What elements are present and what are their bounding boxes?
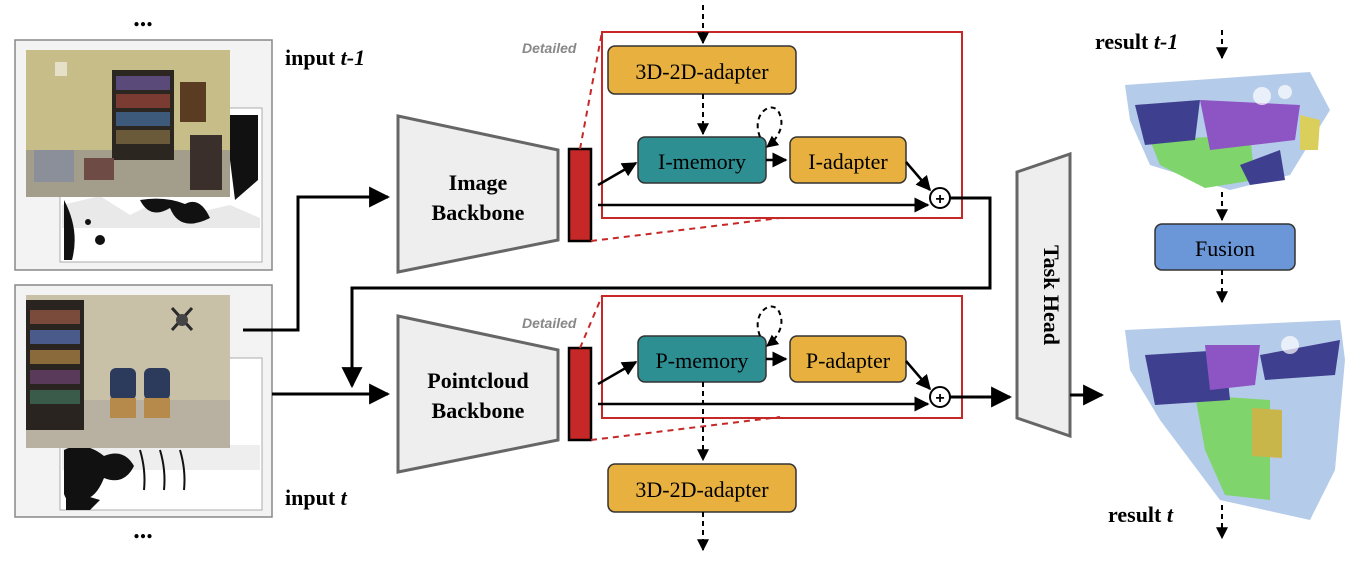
detail-line-bot-a xyxy=(579,295,603,349)
input-curr-label: input t xyxy=(285,485,348,510)
pointcloud-backbone-label-line2: Backbone xyxy=(432,398,525,423)
feature-to-pmemory-arrow xyxy=(597,360,638,386)
p-adapter-label: P-adapter xyxy=(806,348,891,373)
pointcloud-backbone xyxy=(396,314,560,474)
image-backbone-label-line2: Backbone xyxy=(432,200,525,225)
result-prev-label: result t-1 xyxy=(1095,29,1178,54)
rgb-image-curr xyxy=(26,295,230,448)
image-backbone-label-line1: Image xyxy=(449,170,508,195)
rgb-to-image-backbone-arrow xyxy=(243,186,391,332)
result-curr-label: result t xyxy=(1108,502,1174,527)
feature-to-imemory-arrow xyxy=(597,161,638,187)
point-sum-symbol: + xyxy=(935,390,944,407)
result-curr-pointcloud xyxy=(1125,320,1345,520)
detailed-label-bottom: Detailed xyxy=(522,315,577,331)
image-backbone xyxy=(396,114,560,274)
fusion-label: Fusion xyxy=(1195,236,1255,261)
image-detail-box xyxy=(601,31,963,219)
task-head xyxy=(1015,151,1072,439)
result-prev-pointcloud xyxy=(1125,72,1330,190)
detail-line-top-a xyxy=(579,31,603,150)
detail-line-bot-b xyxy=(590,416,781,441)
image-to-point-cross-arrow xyxy=(341,196,992,389)
p-memory-recurrent-loop xyxy=(756,305,783,347)
rgb-image-prev xyxy=(26,50,230,197)
bottom-ellipsis: ... xyxy=(133,515,153,544)
image-sum-symbol: + xyxy=(935,191,944,208)
iadapter-to-sum-arrow xyxy=(905,161,931,192)
p-adapter-module xyxy=(789,335,907,383)
detailed-label-top: Detailed xyxy=(522,40,577,56)
pointcloud-backbone-label-line1: Pointcloud xyxy=(427,368,528,393)
fusion-module xyxy=(1154,223,1296,271)
input-prev-frame xyxy=(14,39,273,271)
p-memory-label: P-memory xyxy=(656,348,749,373)
image-feature-bar xyxy=(567,147,593,243)
point-detail-box xyxy=(601,295,963,419)
i-adapter-module xyxy=(789,136,907,184)
padapter-to-sum-arrow xyxy=(905,360,931,391)
input-prev-label: input t-1 xyxy=(285,45,365,70)
adapter-3d2d-bottom-label: 3D-2D-adapter xyxy=(635,477,769,502)
detail-line-top-b xyxy=(590,217,781,242)
point-feature-bar xyxy=(567,346,593,442)
top-ellipsis: ... xyxy=(133,3,153,32)
task-head-label: Task Head xyxy=(1039,245,1064,345)
adapter-3d2d-top-label: 3D-2D-adapter xyxy=(635,59,769,84)
input-curr-frame xyxy=(14,284,273,518)
i-memory-recurrent-loop xyxy=(756,106,783,148)
i-adapter-label: I-adapter xyxy=(808,149,888,174)
i-memory-label: I-memory xyxy=(658,149,746,174)
